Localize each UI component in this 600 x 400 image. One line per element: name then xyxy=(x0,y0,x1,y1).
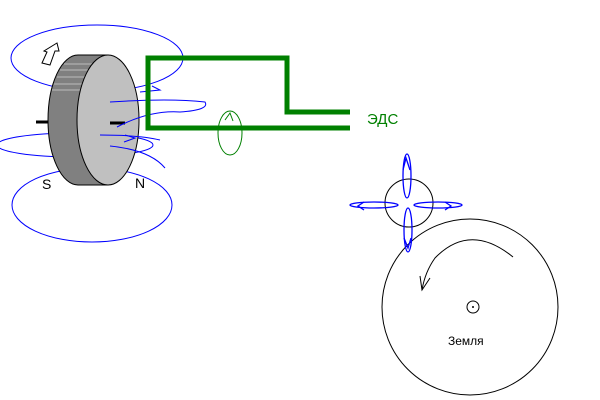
earth-rotation-arrow xyxy=(421,239,514,291)
label-emf: ЭДС xyxy=(367,111,399,128)
wire-loop xyxy=(145,55,350,131)
label-north: N xyxy=(135,175,146,191)
satellite-circle xyxy=(384,178,434,228)
induced-field-loop xyxy=(217,110,243,156)
label-south: S xyxy=(42,176,52,192)
label-earth: Земля xyxy=(448,334,484,348)
magnet xyxy=(36,42,140,186)
satellite-field-lines xyxy=(349,153,463,253)
earth-circle xyxy=(381,218,559,396)
earth-center xyxy=(466,300,480,314)
rotation-arrow-icon xyxy=(41,42,60,66)
